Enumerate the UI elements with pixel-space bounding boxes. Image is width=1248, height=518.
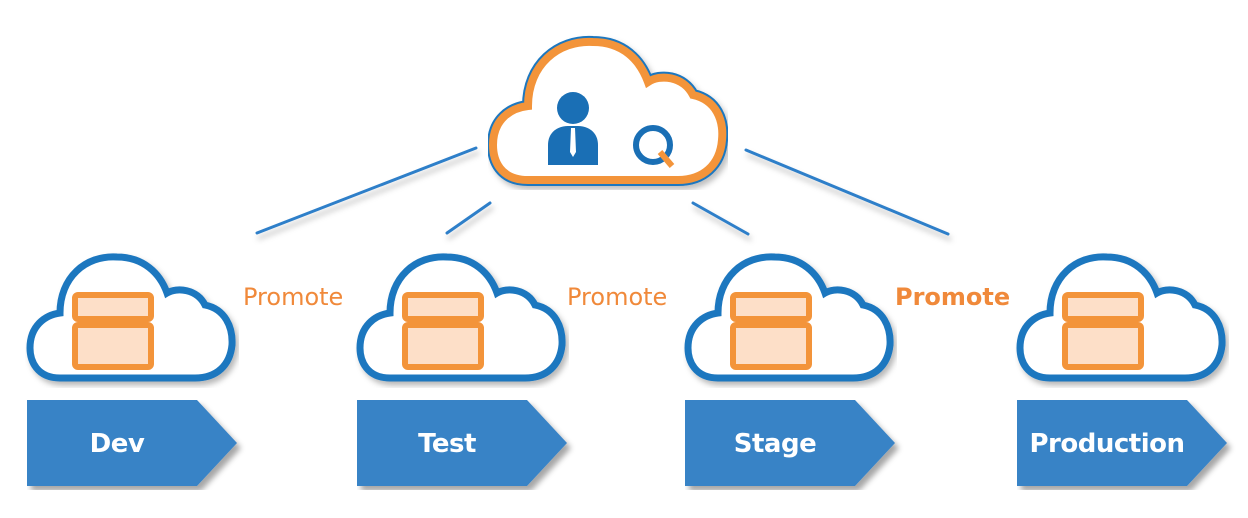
stage-arrow-test	[357, 400, 567, 486]
connector-line-stage	[691, 201, 750, 236]
stage-label: Dev	[89, 429, 145, 459]
connector-line-test	[445, 201, 492, 235]
stage-test: Test	[355, 243, 585, 493]
q-logo-icon	[633, 125, 675, 168]
server-icon	[1062, 292, 1144, 370]
stage-stage: Stage	[683, 243, 913, 493]
stage-arrow-production	[1017, 400, 1227, 486]
connector-line-dev	[255, 146, 478, 235]
cloud-icon	[684, 253, 894, 382]
server-icon	[402, 292, 484, 370]
promote-label-test-to-stage: Promote	[567, 283, 668, 311]
stage-dev: Dev	[25, 243, 255, 493]
promote-label-stage-to-production: Promote	[895, 283, 1011, 311]
cloud-icon	[26, 253, 236, 382]
promote-label-dev-to-test: Promote	[243, 283, 344, 311]
cloud-icon	[1016, 253, 1226, 382]
server-icon	[730, 292, 812, 370]
connector-line-production	[744, 148, 950, 236]
stage-arrow-dev	[27, 400, 237, 486]
stage-label: Production	[1029, 429, 1186, 459]
stage-arrow-stage	[685, 400, 895, 486]
stage-label: Test	[418, 429, 476, 459]
stage-label: Stage	[733, 429, 817, 459]
user-tie-icon	[548, 92, 598, 165]
stage-production: Production	[1015, 243, 1245, 493]
central-cloud	[486, 20, 729, 190]
cloud-icon	[356, 253, 566, 382]
server-icon	[72, 292, 154, 370]
